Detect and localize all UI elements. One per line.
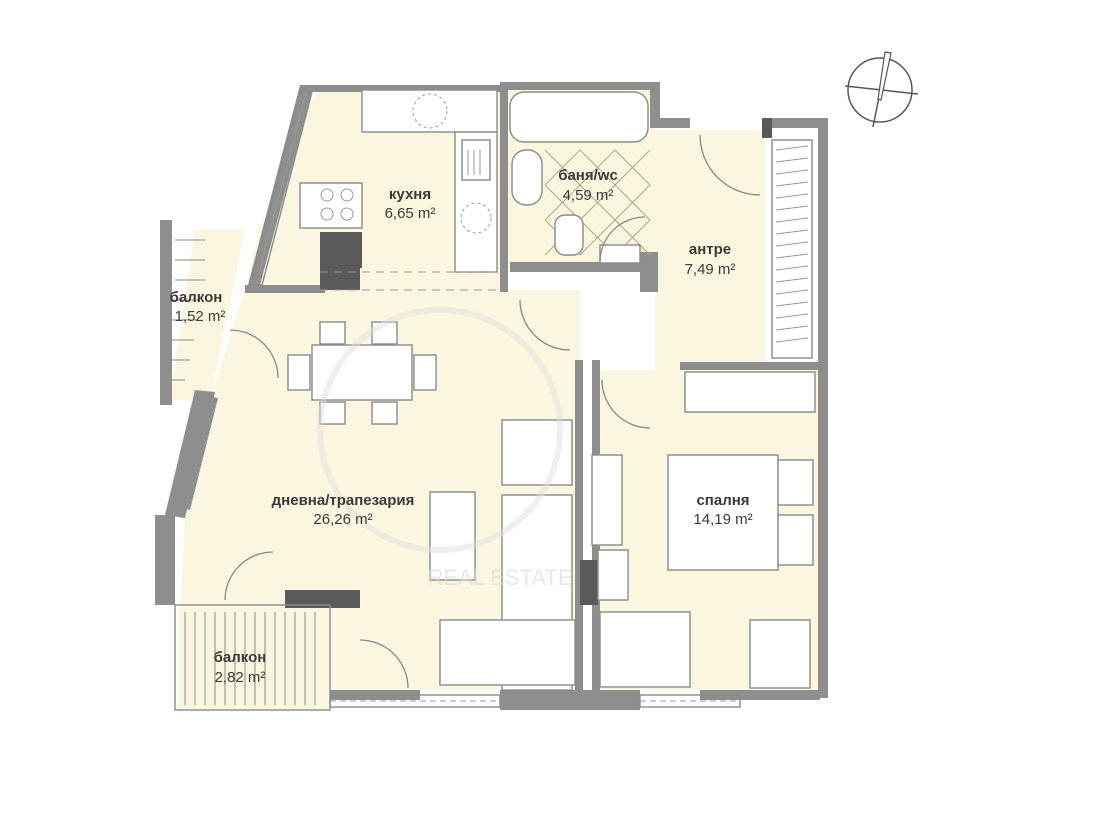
kitchen-furniture xyxy=(299,89,500,291)
wardrobe xyxy=(684,139,816,413)
room-label-hallway: антре 7,49 m² xyxy=(685,241,736,278)
svg-text:балкон: балкон xyxy=(170,289,223,306)
dining-table xyxy=(287,321,437,425)
watermark-text: REAL ESTATE xyxy=(427,565,572,590)
balcony-railings xyxy=(172,239,331,711)
svg-text:антре: антре xyxy=(689,241,731,258)
room-label-balcony-1: балкон 1,52 m² xyxy=(170,289,226,325)
svg-text:спалня: спалня xyxy=(696,492,749,509)
bedroom-furniture xyxy=(591,454,814,689)
windows xyxy=(249,91,741,708)
svg-text:14,19 m²: 14,19 m² xyxy=(693,511,752,528)
svg-text:26,26 m²: 26,26 m² xyxy=(313,511,372,528)
room-label-balcony-2: балкон 2,82 m² xyxy=(214,649,267,686)
svg-text:7,49 m²: 7,49 m² xyxy=(685,261,736,278)
watermark: REAL ESTATE xyxy=(317,307,573,590)
svg-text:1,52 m²: 1,52 m² xyxy=(175,308,226,325)
north-arrow-icon xyxy=(844,51,919,128)
room-label-bathroom: баня/wc 4,59 m² xyxy=(558,167,618,204)
svg-text:4,59 m²: 4,59 m² xyxy=(563,187,614,204)
svg-text:6,65 m²: 6,65 m² xyxy=(385,205,436,222)
svg-text:балкон: балкон xyxy=(214,649,267,666)
room-label-bedroom: спалня 14,19 m² xyxy=(693,492,752,528)
svg-text:кухня: кухня xyxy=(389,186,431,203)
svg-text:баня/wc: баня/wc xyxy=(558,167,618,184)
room-label-kitchen: кухня 6,65 m² xyxy=(385,186,436,222)
svg-text:дневна/трапезария: дневна/трапезария xyxy=(272,492,415,509)
room-label-living: дневна/трапезария 26,26 m² xyxy=(272,492,415,528)
doors xyxy=(224,134,761,689)
bathroom-fixtures xyxy=(509,91,651,264)
svg-text:2,82 m²: 2,82 m² xyxy=(215,669,266,686)
